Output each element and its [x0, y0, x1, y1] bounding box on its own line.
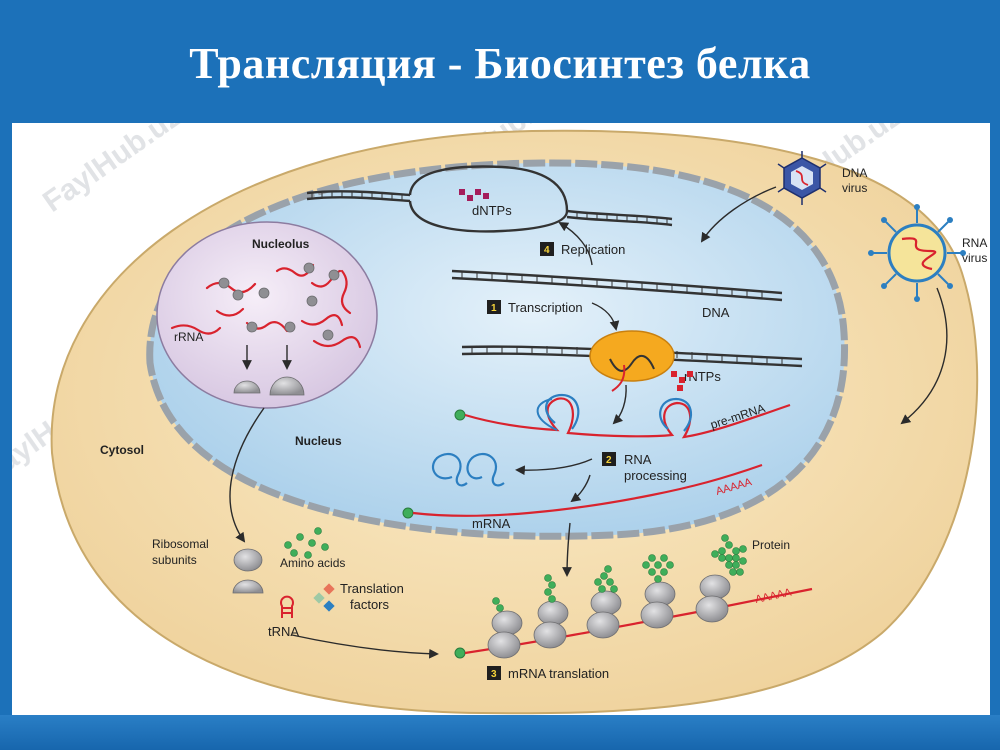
pre-mrna-cap: [454, 409, 466, 421]
intron-loop-1: [545, 393, 580, 430]
polymerase-arrow: [612, 384, 627, 425]
replication-arrow: [558, 222, 593, 266]
rrna-strands: [170, 263, 362, 349]
rna-processing-label-2: processing: [624, 468, 687, 483]
rntps-molecules: [671, 371, 693, 391]
dna-double-helix: [451, 269, 783, 302]
trna-arrow: [291, 634, 439, 659]
dna-virus-label-2: virus: [842, 181, 867, 195]
transcribing-dna-rungs: [471, 346, 783, 365]
replication-dna: [306, 165, 673, 233]
step-1-badge: [487, 300, 501, 314]
rna-virus-icon: [868, 204, 966, 302]
replication-label: Replication: [561, 242, 625, 257]
cell-diagram: FaylHub.uz FaylHub.uz FaylHub.uz FaylHub…: [0, 80, 987, 715]
translation-factors-icon: [313, 583, 335, 612]
step-1-number: 1: [491, 303, 497, 314]
rna-processing-label-1: RNA: [624, 452, 652, 467]
processing-arrow: [570, 474, 591, 503]
translation-mrna-cap: [454, 647, 466, 659]
cytosol-label: Cytosol: [100, 443, 144, 457]
intron-removal-arrow: [515, 458, 593, 476]
transcription-arrow: [591, 302, 620, 331]
step-2-number: 2: [606, 455, 612, 466]
dna-label: DNA: [702, 305, 730, 320]
dntps-molecules: [459, 189, 489, 201]
intron-loop-2: [659, 397, 693, 432]
rna-virus-label-1: RNA: [962, 236, 987, 250]
rna-virus-label-2: virus: [962, 251, 987, 265]
mrna-translation-label: mRNA translation: [508, 666, 609, 681]
nucleolus-subunits: [233, 376, 305, 396]
amino-acids-label: Amino acids: [280, 556, 345, 570]
polymerase-template: [609, 354, 655, 372]
nucleus-label: Nucleus: [295, 434, 342, 448]
nascent-rna: [611, 364, 626, 392]
export-arrow: [562, 522, 572, 577]
translation-factors-label-2: factors: [350, 597, 390, 612]
svg-text:FaylHub.uz: FaylHub.uz: [37, 123, 187, 219]
ribosomes: [487, 574, 731, 659]
mrna-cap: [402, 507, 414, 519]
dna-virus-arrow: [700, 186, 777, 243]
slide-title: Трансляция - Биосинтез белка: [189, 39, 811, 88]
step-4-number: 4: [544, 245, 550, 256]
step-4-badge: [540, 242, 554, 256]
nucleolus-arrows: [242, 345, 292, 370]
cytosol-ribosome-subunits: [232, 548, 264, 594]
translation-factors-label-1: Translation: [340, 581, 404, 596]
trna-label: tRNA: [268, 624, 299, 639]
amino-acids-icon: [284, 527, 329, 559]
diagram-panel: FaylHub.uz FaylHub.uz FaylHub.uz FaylHub…: [0, 80, 990, 715]
nascent-proteins: [492, 554, 674, 612]
trna-icon: [280, 595, 294, 618]
replication-dna-rungs: [311, 192, 668, 225]
rna-polymerase: [589, 330, 675, 382]
protein-label: Protein: [752, 538, 790, 552]
subunit-export-arrow: [229, 407, 265, 543]
dntps-label: dNTPs: [472, 203, 512, 218]
dna-virus-label-1: DNA: [842, 166, 867, 180]
protein-icon: [711, 534, 747, 576]
step-3-badge: [487, 666, 501, 680]
rntps-label: rNTPs: [684, 369, 721, 384]
rrna-label: rRNA: [174, 330, 203, 344]
ribosomal-subunits-label-1: Ribosomal: [152, 537, 209, 551]
step-2-badge: [602, 452, 616, 466]
dna-virus-icon: [777, 151, 827, 205]
step-3-number: 3: [491, 669, 497, 680]
bottom-band: [0, 715, 1000, 750]
rrna-proteins: [218, 262, 340, 341]
excised-introns: [431, 452, 505, 487]
nucleolus: [156, 221, 378, 409]
mrna-label: mRNA: [472, 516, 511, 531]
ribosomal-subunits-label-2: subunits: [152, 553, 197, 567]
nucleolus-label: Nucleolus: [252, 237, 310, 251]
transcription-label: Transcription: [508, 300, 583, 315]
translation-mrna-strand: [464, 587, 813, 655]
mrna-strand: [412, 463, 763, 517]
rna-virus-arrow: [900, 287, 948, 425]
dna-rungs: [461, 271, 763, 298]
